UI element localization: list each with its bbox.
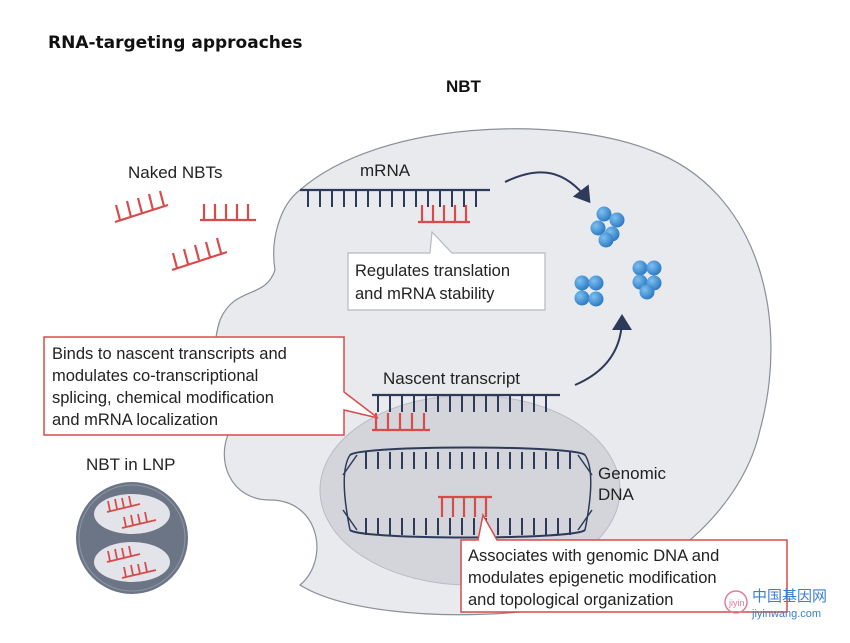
svg-text:jiyin: jiyin: [728, 598, 745, 608]
genomic-dna: [342, 446, 593, 539]
callout-genomic-line-2: modulates epigenetic modification: [468, 569, 717, 587]
naked-nbt-3: [171, 237, 228, 272]
callout-nascent-line-4: and mRNA localization: [52, 411, 218, 429]
nbt-header: NBT: [446, 77, 482, 96]
mrna-label: mRNA: [360, 161, 411, 180]
genomic-dna-label-2: DNA: [598, 485, 635, 504]
genomic-dna-label-1: Genomic: [598, 464, 667, 483]
callout-nascent-line-3: splicing, chemical modification: [52, 389, 274, 407]
protein-cluster-2: [574, 275, 604, 307]
callout-translation-line-2: and mRNA stability: [355, 285, 495, 303]
lnp-nbt-top: [106, 495, 157, 529]
protein-cluster-1: [590, 206, 625, 248]
lnp-nbt-bottom: [106, 545, 157, 579]
watermark-url: jiyinwang.com: [751, 608, 821, 620]
genomic-nbt: [438, 495, 492, 517]
lnp-label: NBT in LNP: [86, 455, 175, 474]
watermark: jiyin 中国基因网 jiyinwang.com: [724, 587, 827, 620]
mrna-ticks: [307, 190, 477, 207]
nascent-transcript-label: Nascent transcript: [383, 369, 520, 388]
naked-nbt-1: [114, 190, 169, 224]
callout-nascent-line-2: modulates co-transcriptional: [52, 367, 258, 385]
callout-genomic-line-1: Associates with genomic DNA and: [468, 547, 719, 565]
callout-translation: Regulates translation and mRNA stability: [347, 230, 546, 311]
callout-nascent: Binds to nascent transcripts and modulat…: [43, 336, 379, 436]
translation-arrow: [504, 171, 591, 204]
mrna-bound-nbt: [418, 205, 470, 224]
dna-ticks-bottom: [365, 518, 571, 535]
protein-cluster-3: [632, 260, 662, 300]
callout-translation-line-1: Regulates translation: [355, 262, 510, 280]
figure-title: RNA-targeting approaches: [48, 33, 303, 53]
lnp: [76, 482, 188, 594]
dna-ticks-top: [365, 452, 571, 469]
export-arrow: [574, 314, 632, 386]
nascent-ticks: [377, 395, 547, 412]
naked-nbt-2: [200, 204, 256, 222]
callout-genomic: Associates with genomic DNA and modulate…: [460, 512, 788, 613]
callout-nascent-line-1: Binds to nascent transcripts and: [52, 345, 287, 363]
watermark-cn: 中国基因网: [752, 587, 827, 605]
callout-genomic-line-3: and topological organization: [468, 591, 674, 609]
naked-nbts-label: Naked NBTs: [128, 163, 222, 182]
